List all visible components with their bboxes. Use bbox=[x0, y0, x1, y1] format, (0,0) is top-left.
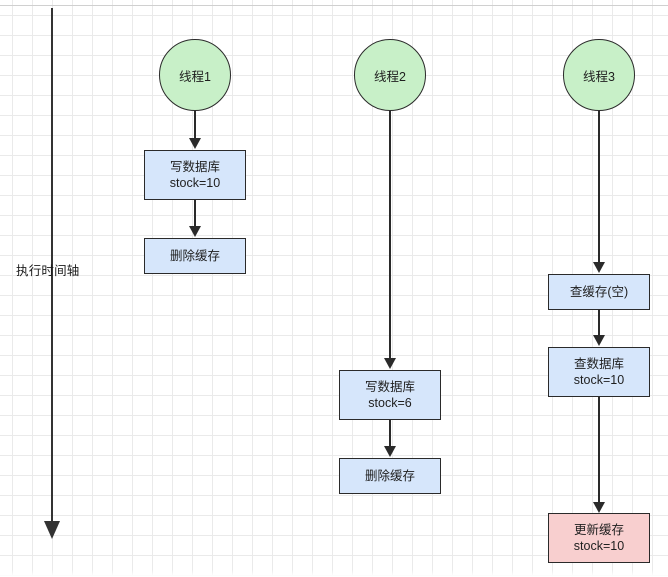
thread-node-thread-1[interactable]: 线程1 bbox=[159, 39, 231, 111]
connector-arrow-icon-t3-n2-to-t3-n3 bbox=[593, 502, 605, 513]
connector-thread-2-head-to-n1 bbox=[389, 111, 391, 359]
thread-node-thread-2[interactable]: 线程2 bbox=[354, 39, 426, 111]
process-node-t2-n2[interactable]: 删除缓存 bbox=[339, 458, 441, 494]
process-node-t3-n2-line-2: stock=10 bbox=[573, 373, 625, 387]
process-node-t2-n1-line-1: 写数据库 bbox=[364, 380, 415, 394]
process-node-t1-n2[interactable]: 删除缓存 bbox=[144, 238, 246, 274]
process-node-t2-n1-line-2: stock=6 bbox=[368, 396, 412, 410]
thread-label-thread-2: 线程2 bbox=[374, 69, 406, 84]
process-node-t3-n2[interactable]: 查数据库 stock=10 bbox=[548, 347, 650, 397]
process-node-t2-n1[interactable]: 写数据库 stock=6 bbox=[339, 370, 441, 420]
thread-label-thread-3: 线程3 bbox=[583, 69, 615, 84]
process-node-t3-n1[interactable]: 查缓存(空) bbox=[548, 274, 650, 310]
process-node-t3-n3-line-1: 更新缓存 bbox=[573, 523, 624, 537]
connector-thread-1-head-to-n1 bbox=[194, 111, 196, 139]
connector-arrow-icon-t2-n1-to-t2-n2 bbox=[384, 446, 396, 457]
process-node-t1-n1[interactable]: 写数据库 stock=10 bbox=[144, 150, 246, 200]
process-node-t3-n3-line-2: stock=10 bbox=[573, 539, 625, 553]
connector-arrow-icon-t3-n1-to-t3-n2 bbox=[593, 335, 605, 346]
connector-arrow-icon-thread-3-head-to-n1 bbox=[593, 262, 605, 273]
process-node-t3-n3[interactable]: 更新缓存 stock=10 bbox=[548, 513, 650, 563]
process-node-t3-n2-line-1: 查数据库 bbox=[573, 357, 624, 371]
process-node-t1-n1-line-1: 写数据库 bbox=[169, 160, 220, 174]
process-node-t1-n2-line-1: 删除缓存 bbox=[169, 249, 220, 263]
execution-timeline-axis bbox=[51, 8, 53, 524]
connector-t3-n2-to-t3-n3 bbox=[598, 397, 600, 503]
execution-timeline-label: 执行时间轴 bbox=[16, 264, 80, 278]
connector-arrow-icon-t1-n1-to-t1-n2 bbox=[189, 226, 201, 237]
connector-arrow-icon-thread-1-head-to-n1 bbox=[189, 138, 201, 149]
process-node-t1-n1-line-2: stock=10 bbox=[169, 176, 221, 190]
connector-t2-n1-to-t2-n2 bbox=[389, 420, 391, 447]
canvas-bottom-fade bbox=[0, 570, 668, 577]
process-node-t2-n2-line-1: 删除缓存 bbox=[364, 469, 415, 483]
connector-arrow-icon-thread-2-head-to-n1 bbox=[384, 358, 396, 369]
canvas-top-rule bbox=[0, 5, 668, 6]
connector-t3-n1-to-t3-n2 bbox=[598, 310, 600, 336]
connector-t1-n1-to-t1-n2 bbox=[194, 200, 196, 227]
process-node-t3-n1-line-1: 查缓存(空) bbox=[569, 285, 629, 299]
thread-label-thread-1: 线程1 bbox=[179, 69, 211, 84]
thread-node-thread-3[interactable]: 线程3 bbox=[563, 39, 635, 111]
execution-timeline-arrow-icon bbox=[44, 521, 60, 539]
connector-thread-3-head-to-n1 bbox=[598, 111, 600, 263]
